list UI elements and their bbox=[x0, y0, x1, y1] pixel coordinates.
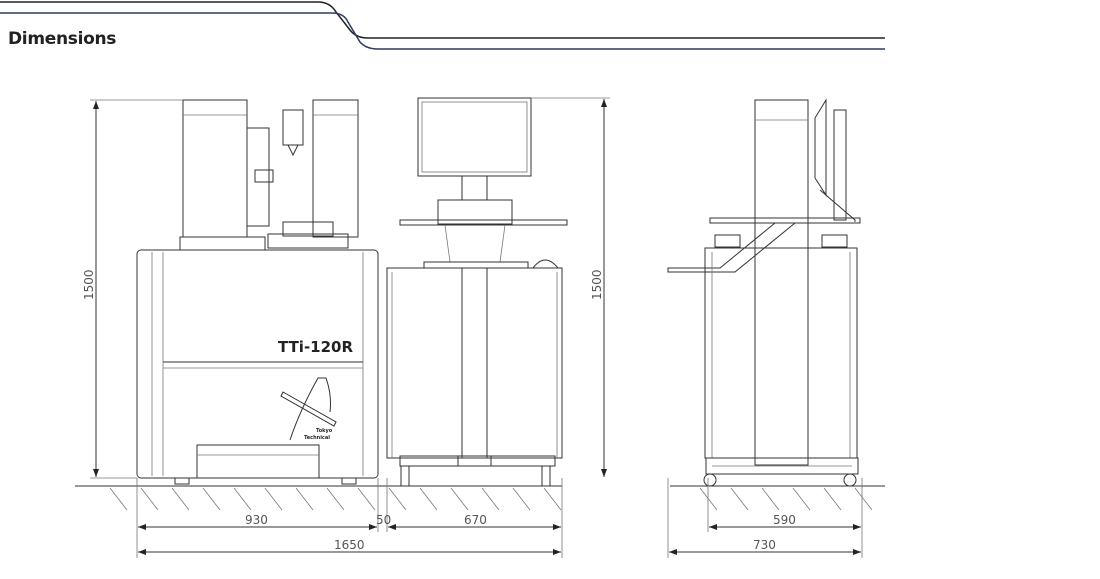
ground-hatch bbox=[823, 487, 842, 511]
ground-hatch bbox=[109, 487, 128, 511]
ground-hatch bbox=[295, 487, 314, 511]
dimension-lines bbox=[90, 97, 863, 558]
model-label: TTi-120R bbox=[278, 338, 353, 356]
dim-width-machine: 930 bbox=[245, 513, 268, 527]
ground-front bbox=[75, 485, 562, 511]
header-rule-dark bbox=[0, 1, 885, 39]
side-view bbox=[667, 98, 861, 487]
ground-hatch bbox=[264, 487, 283, 511]
dim-gap: 50 bbox=[376, 513, 391, 527]
dim-depth-total: 730 bbox=[753, 538, 776, 552]
ground-hatch bbox=[419, 487, 438, 511]
machine-front-view: TTi-120R Tokyo Technical bbox=[136, 99, 379, 485]
ground-hatch bbox=[699, 487, 718, 511]
ground-hatch bbox=[140, 487, 159, 511]
svg-text:Tokyo: Tokyo bbox=[316, 428, 333, 434]
ground-hatch bbox=[171, 487, 190, 511]
dim-height-station: 1500 bbox=[590, 269, 604, 300]
dim-width-total: 1650 bbox=[334, 538, 365, 552]
ground-hatch bbox=[202, 487, 221, 511]
ground-hatch bbox=[326, 487, 345, 511]
dim-height-front: 1500 bbox=[82, 269, 96, 300]
ground-hatch bbox=[512, 487, 531, 511]
dim-width-station: 670 bbox=[464, 513, 487, 527]
ground-side bbox=[670, 485, 885, 511]
ground-hatch bbox=[481, 487, 500, 511]
ground-hatch bbox=[543, 487, 562, 511]
ground-hatch bbox=[730, 487, 749, 511]
header-rule-blue bbox=[0, 12, 885, 50]
section-title: Dimensions bbox=[8, 29, 117, 49]
dim-depth-inner: 590 bbox=[773, 513, 796, 527]
tokyo-technical-logo: Tokyo Technical bbox=[280, 377, 337, 441]
ground-hatch bbox=[854, 487, 873, 511]
operator-station-front-view bbox=[386, 97, 568, 487]
ground-hatch bbox=[761, 487, 780, 511]
dimension-labels: 1500 1500 930 50 670 1650 590 730 bbox=[82, 269, 796, 552]
ground-hatch bbox=[233, 487, 252, 511]
ground-hatch bbox=[792, 487, 811, 511]
ground-hatch bbox=[450, 487, 469, 511]
svg-text:Technical: Technical bbox=[304, 435, 330, 441]
ground-hatch bbox=[357, 487, 376, 511]
ground-hatch bbox=[388, 487, 407, 511]
